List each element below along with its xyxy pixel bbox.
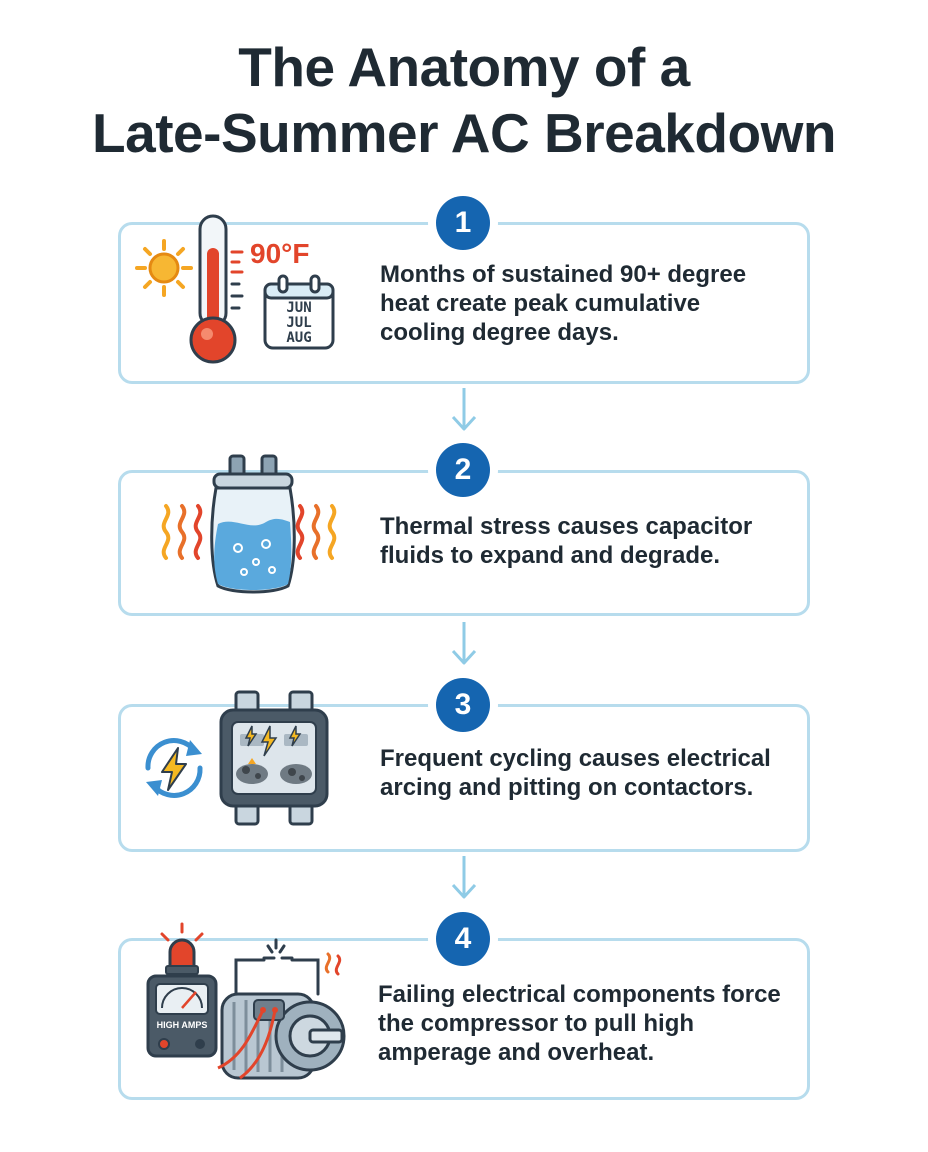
step-text-4: Failing electrical components force the … (378, 981, 781, 1066)
calendar-month-3: AUG (286, 330, 312, 346)
step-badge-2: 2 (436, 443, 490, 497)
title-line-2: Late-Summer AC Breakdown (92, 102, 836, 164)
cycle-lightning-icon (145, 738, 203, 798)
step-badge-1: 1 (436, 196, 490, 250)
calendar-month-2: JUL (286, 315, 312, 331)
compressor-motor-icon (217, 938, 346, 1080)
step-text-3: Frequent cycling causes electrical arcin… (380, 745, 771, 801)
contactor-icon (219, 690, 329, 826)
step-badge-4: 4 (436, 912, 490, 966)
heat-waves-icon-right (295, 504, 337, 560)
calendar-icon: JUN JUL AUG (262, 274, 336, 352)
step-text-2: Thermal stress causes capacitor fluids t… (380, 513, 753, 569)
down-arrow-icon-3 (451, 856, 477, 899)
sun-icon (135, 239, 193, 297)
heat-waves-icon (161, 504, 203, 560)
step-badge-3: 3 (436, 678, 490, 732)
capacitor-icon (210, 454, 296, 594)
meter-label: HIGH AMPS (156, 1020, 208, 1030)
thermometer-icon (189, 214, 244, 364)
down-arrow-icon (451, 388, 477, 431)
title-line-1: The Anatomy of a (238, 36, 690, 98)
down-arrow-icon-2 (451, 622, 477, 665)
step-text-1: Months of sustained 90+ degree heat crea… (380, 261, 747, 346)
alarm-icon (160, 922, 204, 975)
page-title: The Anatomy of a Late-Summer AC Breakdow… (0, 34, 928, 166)
temperature-label: 90°F (250, 238, 310, 269)
calendar-month-1: JUN (286, 300, 312, 316)
amp-meter-icon: HIGH AMPS (146, 974, 218, 1058)
